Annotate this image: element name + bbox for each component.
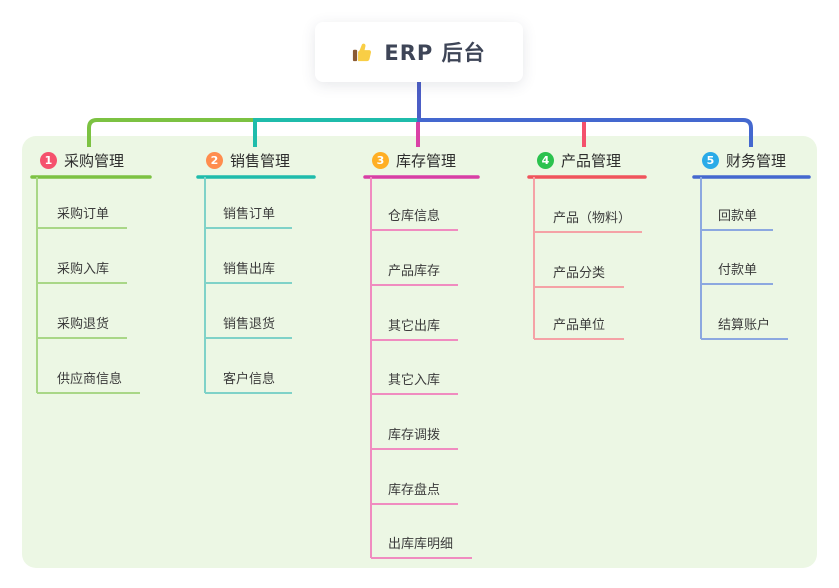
branch-product-label: 产品管理 (561, 151, 622, 170)
subtree-branch3 (370, 177, 472, 559)
branch-sales[interactable]: 2 销售管理 (206, 150, 290, 170)
badge-5: 5 (702, 151, 719, 169)
mindmap-canvas-panel (22, 136, 817, 568)
node-product-material[interactable]: 产品（物料） (553, 211, 632, 226)
badge-1: 1 (40, 151, 57, 169)
branch-product[interactable]: 4 产品管理 (537, 150, 621, 170)
node-purchase-return[interactable]: 采购退货 (57, 317, 110, 332)
root-node[interactable]: ERP 后台 (315, 22, 523, 82)
node-payment-slip[interactable]: 付款单 (718, 263, 758, 278)
subtree-branch5 (700, 177, 788, 340)
node-supplier-info[interactable]: 供应商信息 (57, 372, 123, 387)
badge-4: 4 (537, 151, 554, 169)
node-sales-return[interactable]: 销售退货 (223, 317, 276, 332)
subtree-branch2 (204, 177, 292, 394)
branch-finance[interactable]: 5 财务管理 (702, 150, 786, 170)
branch-purchase-label: 采购管理 (64, 151, 125, 170)
node-purchase-order[interactable]: 采购订单 (57, 207, 110, 222)
subtree-branch4 (533, 177, 642, 340)
branch-inventory[interactable]: 3 库存管理 (372, 150, 456, 170)
node-product-category[interactable]: 产品分类 (553, 266, 606, 281)
node-sales-outbound[interactable]: 销售出库 (223, 262, 276, 277)
branch-finance-label: 财务管理 (726, 151, 787, 170)
node-product-stock[interactable]: 产品库存 (388, 264, 441, 279)
connector-branch5 (417, 118, 753, 147)
branch-inventory-label: 库存管理 (396, 151, 457, 170)
node-other-inbound[interactable]: 其它入库 (388, 373, 441, 388)
node-outbound-detail[interactable]: 出库库明细 (388, 537, 454, 552)
thumbs-up-icon (353, 43, 372, 62)
node-sales-order[interactable]: 销售订单 (223, 207, 276, 222)
badge-3: 3 (372, 151, 389, 169)
branch-purchase[interactable]: 1 采购管理 (40, 150, 124, 170)
node-customer-info[interactable]: 客户信息 (223, 372, 276, 387)
branch-sales-label: 销售管理 (230, 151, 291, 170)
root-node-label: ERP 后台 (384, 41, 486, 65)
subtree-branch1 (36, 177, 140, 394)
node-warehouse-info[interactable]: 仓库信息 (388, 209, 441, 224)
node-settlement-account[interactable]: 结算账户 (718, 318, 771, 333)
badge-2: 2 (206, 151, 223, 169)
node-stock-transfer[interactable]: 库存调拨 (388, 428, 441, 443)
node-receipt-slip[interactable]: 回款单 (718, 209, 758, 224)
connector-branch2 (253, 118, 419, 147)
node-other-outbound[interactable]: 其它出库 (388, 319, 441, 334)
node-stock-count[interactable]: 库存盘点 (388, 483, 441, 498)
node-purchase-inbound[interactable]: 采购入库 (57, 262, 110, 277)
connector-branch1 (87, 118, 256, 147)
node-product-unit[interactable]: 产品单位 (553, 318, 606, 333)
